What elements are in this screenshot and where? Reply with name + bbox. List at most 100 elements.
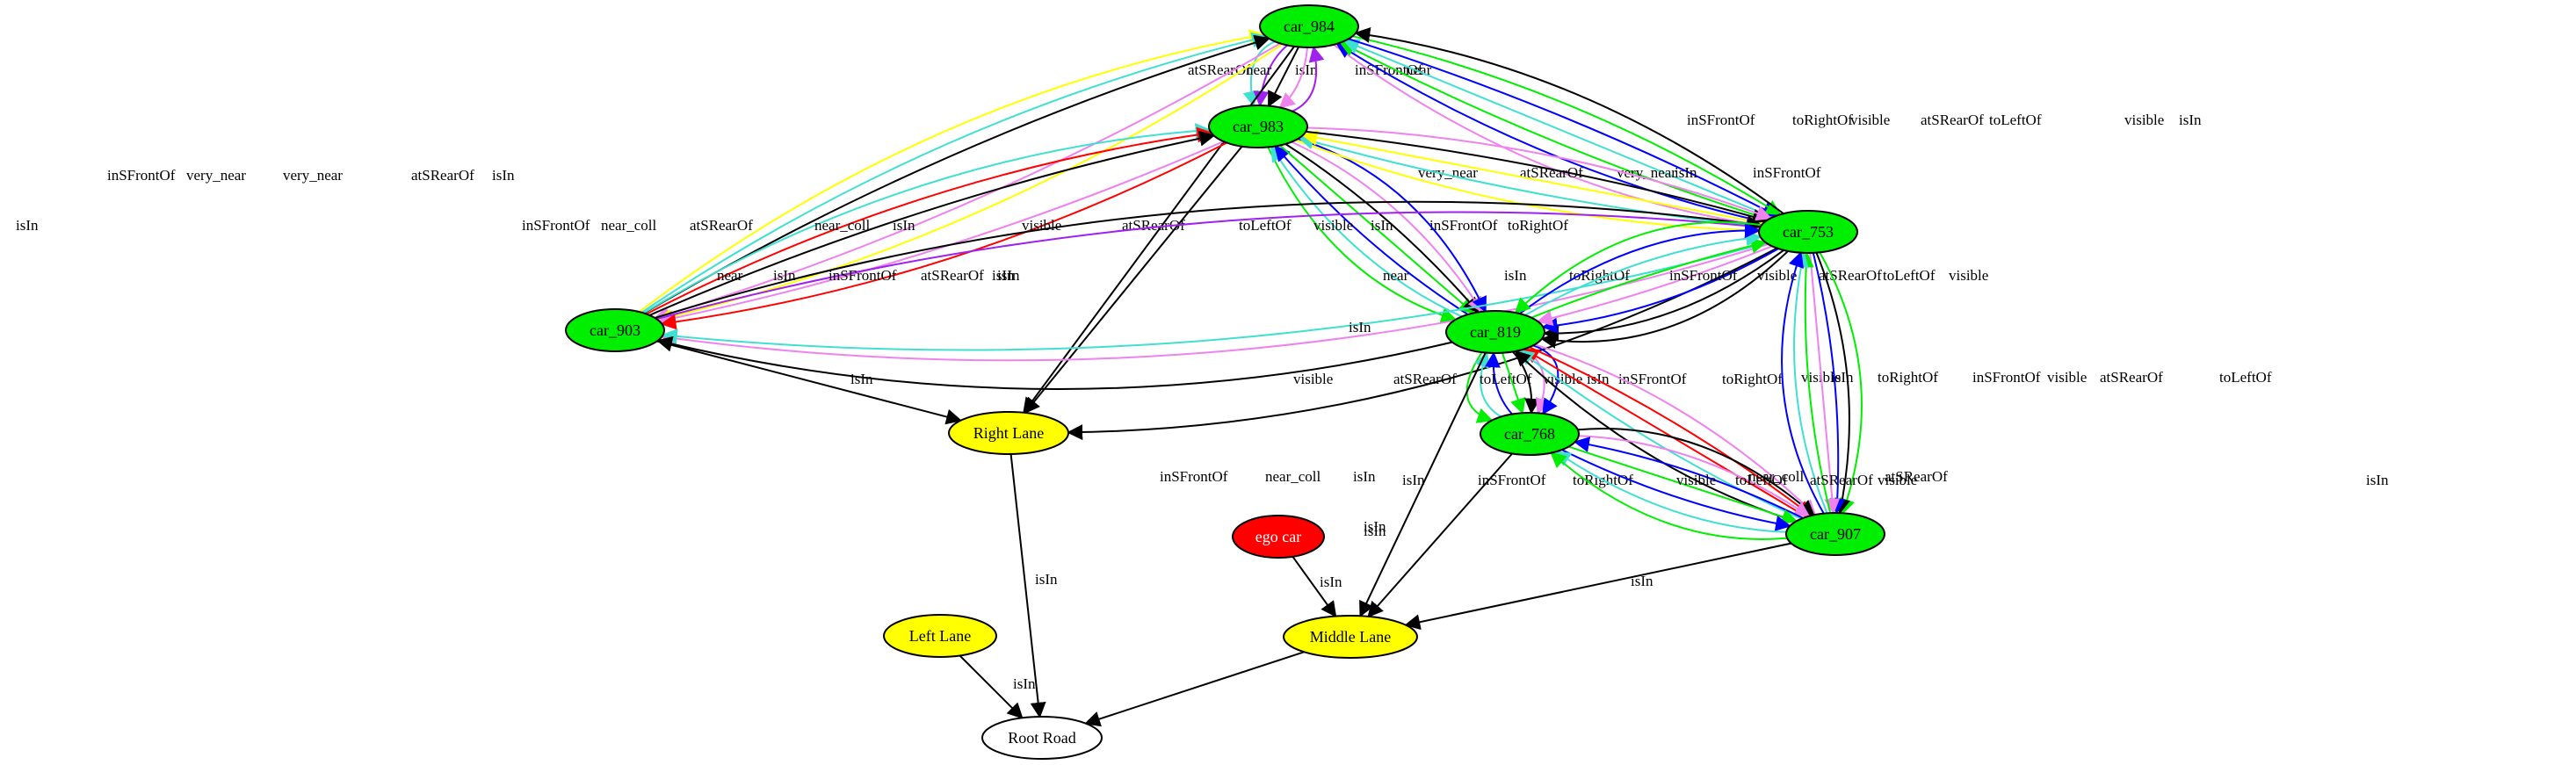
node-label: Root Road [1008,729,1076,747]
node-car-984[interactable]: car_984 [1259,4,1359,48]
edge-car_753-car_903 [660,243,1769,362]
edge-car_983-car_753 [1306,130,1769,225]
edge-car_753-car_819 [1536,245,1773,326]
edge-label: inSFrontOf [107,167,176,184]
node-label: car_819 [1470,323,1521,341]
edge-label: toRightOf [1878,369,1938,386]
edge-label: very_near [186,167,246,184]
edge-label: isIn [1675,164,1697,181]
edge-label: isIn [492,167,515,184]
edge-car_753-car_907 [1809,252,1841,515]
edge-label: toLeftOf [1735,472,1788,488]
edge-car_753-car_819 [1543,249,1784,342]
edge-car_819-middle_lane [1359,352,1487,617]
edge-car_819-car_753 [1530,238,1768,319]
edge-ego_car-middle_lane [1292,556,1337,618]
edge-label: inSFrontOf [1160,468,1228,485]
edge-label: isIn [1364,518,1386,535]
node-shape [1232,515,1325,559]
node-root-road[interactable]: Root Road [981,716,1103,760]
edge-car_819-car_907 [1529,346,1813,517]
node-left-lane[interactable]: Left Lane [883,614,997,658]
edge-label: inSFrontOf [1478,472,1546,488]
node-right-lane[interactable]: Right Lane [948,411,1069,455]
edge-label: near_coll [1265,468,1321,485]
edge-label: atSRearOf [1885,468,1948,485]
edge-car_907-car_768 [1554,451,1787,533]
node-car-753[interactable]: car_753 [1758,210,1858,254]
node-shape [1283,615,1418,659]
edge-label: inSFrontOf [1618,371,1687,387]
node-car-819[interactable]: car_819 [1445,310,1545,354]
edge-car_903-car_753 [656,211,1762,321]
node-middle-lane[interactable]: Middle Lane [1283,615,1418,659]
node-shape [1208,105,1308,148]
edge-label: inSFrontOf [1753,164,1821,181]
node-car-983[interactable]: car_983 [1208,105,1308,148]
edge-label: isIn [1349,319,1371,336]
node-shape [948,411,1069,455]
edge-car_983-car_819 [1279,144,1475,314]
edge-car_907-car_753 [1798,251,1832,514]
edge-car_984-car_753 [1348,38,1778,217]
edge-car_907-car_819 [1517,349,1802,520]
edge-car_983-car_819 [1291,141,1484,314]
edge-label: isIn [1320,574,1342,590]
edge-car_903-right_lane [656,340,963,425]
edge-car_984-car_983 [1253,44,1288,107]
edge-label: isIn [997,267,1020,284]
edge-car_907-car_753 [1781,250,1825,515]
edge-car_983-car_753 [1306,126,1773,221]
edge-layer: atSRearOf near isIn inSFrontOf near isIn inSFr… [16,26,2389,727]
edge-label: isIn [1295,61,1318,78]
edge-label: isIn [1353,468,1376,485]
node-label: car_753 [1783,223,1834,241]
edge-label: toLeftOf [1239,217,1292,234]
edge-car_984-car_983 [1268,46,1299,108]
node-label: car_907 [1810,525,1861,543]
node-label: car_768 [1504,425,1555,443]
node-shape [883,614,997,658]
edge-label: visible [1949,267,1988,284]
edge-label: inSFrontOf [829,267,897,284]
edge-label: atSRearOf [690,217,753,234]
node-car-903[interactable]: car_903 [565,308,665,352]
node-layer: car_984 car_983 car_753 car_903 car_819 car_7… [565,4,1885,760]
node-label: car_903 [590,321,640,339]
edge-car_753-car_984 [1354,26,1784,215]
edge-label: isIn [2179,112,2202,128]
edge-car_768-car_819 [1484,351,1513,415]
edge-label: isIn [2366,472,2389,488]
edge-label: inSFrontOf [1687,112,1755,128]
node-label: Right Lane [973,424,1044,442]
edge-label: inSFrontOf [522,217,590,234]
edge-label: visible [1313,217,1353,234]
edge-label: toLeftOf [1883,267,1936,284]
edge-car_768-middle_lane [1367,452,1513,618]
edge-label: atSRearOf [411,167,474,184]
edge-label: near [1383,267,1409,284]
edge-car_768-car_819 [1474,351,1502,418]
edge-label: inSFrontOf [1669,267,1738,284]
edge-car_819-car_768 [1532,344,1559,415]
node-shape [1445,310,1545,354]
node-shape [1785,512,1885,556]
edge-label: toRightOf [1792,112,1853,128]
edge-label: near_coll [601,217,657,234]
edge-car_907-car_768 [1550,451,1788,540]
edge-car_819-car_753 [1524,230,1762,316]
edge-label: isIn [992,267,1015,284]
edge-label: isIn [1364,523,1386,539]
edge-label: isIn [1013,675,1036,692]
edge-label: atSRearOf [921,267,984,284]
edge-car_819-car_903 [656,336,1453,390]
node-label: ego car [1255,528,1301,545]
node-car-768[interactable]: car_768 [1480,412,1580,456]
node-car-907[interactable]: car_907 [1785,512,1885,556]
node-label: car_983 [1233,118,1284,135]
edge-label: near [717,267,743,284]
node-ego-car[interactable]: ego car [1232,515,1325,559]
edge-car_768-car_907 [1577,428,1815,516]
edge-label: visible [2047,369,2087,386]
